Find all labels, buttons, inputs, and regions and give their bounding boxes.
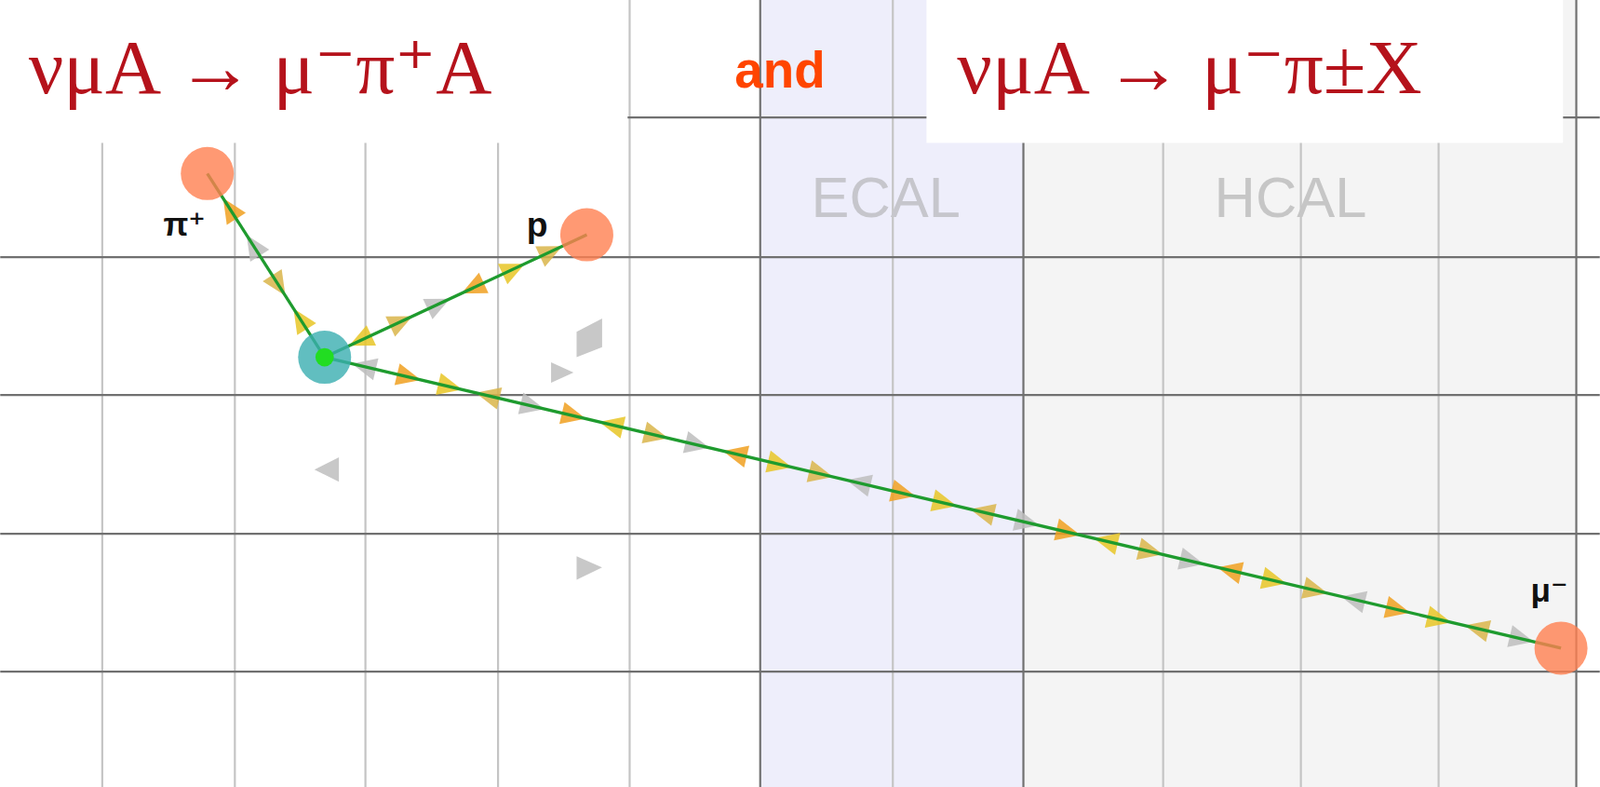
stray-hits	[314, 318, 603, 580]
calorimeter-label: HCAL	[1214, 168, 1368, 226]
particle-tracks	[207, 173, 1561, 648]
track-endpoints	[180, 147, 1587, 675]
particle-label: p	[526, 207, 549, 243]
particle-label: π⁺	[162, 207, 205, 241]
calorimeter-label: ECAL	[811, 168, 961, 226]
title-panel	[926, 0, 1563, 143]
vertex	[297, 330, 351, 384]
hit-markers	[223, 198, 1534, 647]
reaction-title: νμA → μ⁻π⁺A	[28, 28, 493, 107]
vertex-core	[315, 348, 335, 367]
title-panel	[0, 0, 628, 143]
conjunction: and	[734, 44, 825, 96]
reaction-title: νμA → μ⁻π±X	[956, 28, 1422, 107]
particle-label: μ⁻	[1530, 573, 1568, 606]
